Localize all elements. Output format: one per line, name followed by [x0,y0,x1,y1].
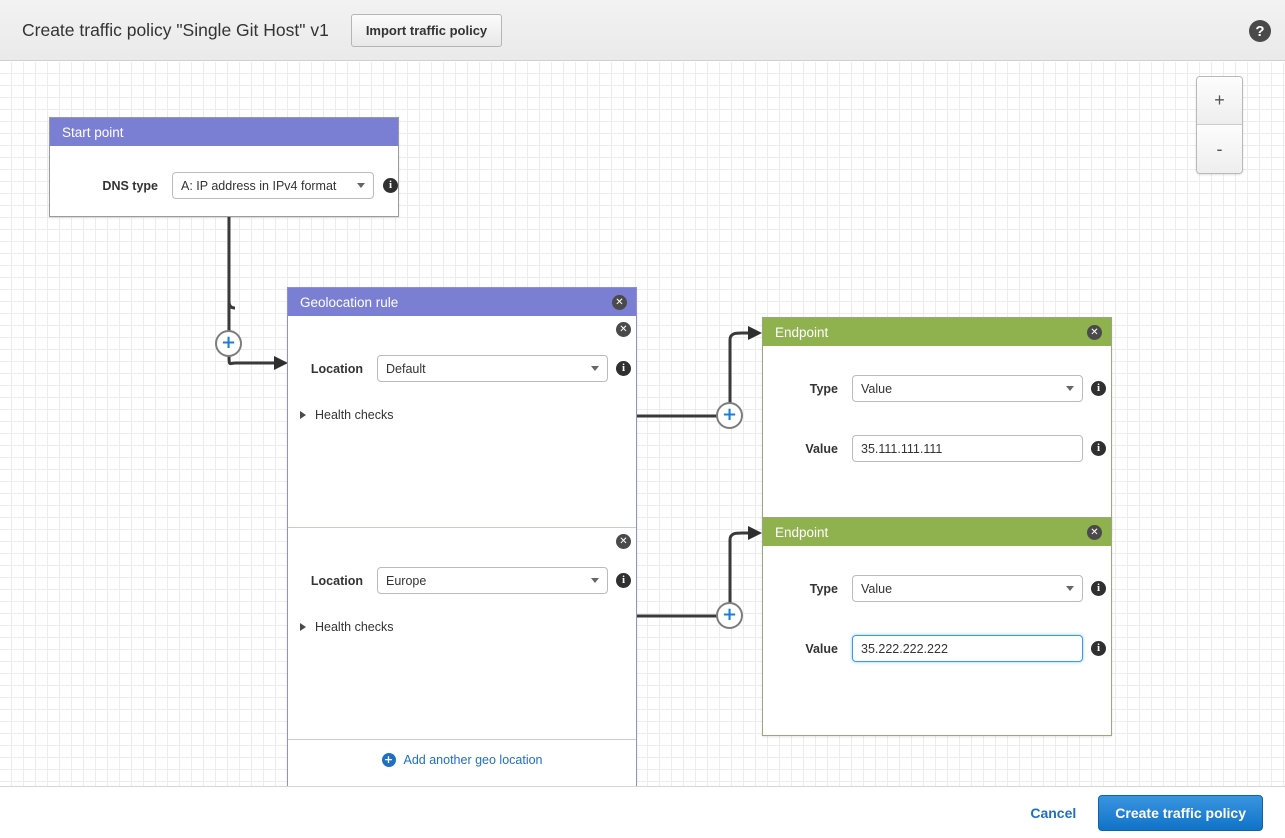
zoom-controls: + - [1196,76,1243,174]
endpoint-type-value: Value [861,581,893,596]
endpoint-type-info-icon[interactable]: i [1091,381,1106,396]
action-bar: Cancel Create traffic policy [0,786,1285,838]
dns-type-row: DNS type A: IP address in IPv4 format i [50,146,398,199]
location-label: Location [310,573,363,588]
location-value: Europe [386,573,427,588]
dns-type-info-icon[interactable]: i [383,178,398,193]
endpoint-value-input[interactable]: 35.222.222.222 [852,635,1083,662]
endpoint-type-select[interactable]: Value [852,375,1083,402]
endpoint-type-row: Type Value i [763,546,1111,602]
add-another-geo-location-button[interactable]: + Add another geo location [288,740,636,779]
zoom-out-button[interactable]: - [1197,125,1242,173]
endpoint-type-row: Type Value i [763,346,1111,402]
remove-geo-location-icon[interactable]: ✕ [616,322,631,337]
location-select[interactable]: Default [377,355,608,382]
add-node-after-start[interactable]: + [215,330,242,357]
geo-location-row: ✕ Location Default i Health checks [288,316,636,527]
location-select[interactable]: Europe [377,567,608,594]
location-field-row: Location Default i [288,316,636,382]
node-endpoint[interactable]: Endpoint ✕ Type Value i Value 35.111.111… [762,317,1112,536]
location-info-icon[interactable]: i [616,573,631,588]
close-icon[interactable]: ✕ [1087,525,1102,540]
close-icon[interactable]: ✕ [1087,325,1102,340]
node-geolocation-rule[interactable]: Geolocation rule ✕ ✕ Location Default i … [287,287,637,786]
chevron-down-icon [591,366,599,371]
zoom-in-button[interactable]: + [1197,77,1242,125]
chevron-down-icon [357,183,365,188]
add-node-before-endpoint-1[interactable]: + [716,402,743,429]
dns-type-label: DNS type [102,178,158,193]
endpoint-value-row: Value 35.222.222.222 i [763,602,1111,662]
endpoint-type-value: Value [861,381,893,396]
health-checks-label: Health checks [315,620,394,634]
endpoint-title: Endpoint [775,324,829,340]
endpoint-type-label: Type [809,381,838,396]
add-another-geo-location-label: Add another geo location [403,752,543,767]
chevron-right-icon [300,623,306,631]
endpoint-value-label: Value [805,441,838,456]
endpoint-header: Endpoint ✕ [763,318,1111,346]
plus-icon: + [220,332,237,353]
health-checks-toggle[interactable]: Health checks [300,408,636,422]
footer-divider [288,739,636,740]
plus-circle-icon: + [381,752,396,767]
create-traffic-policy-button[interactable]: Create traffic policy [1098,794,1263,831]
help-icon[interactable]: ? [1249,20,1271,42]
geolocation-rule-title: Geolocation rule [300,294,399,310]
location-value: Default [386,361,426,376]
endpoint-value-text: 35.222.222.222 [861,641,948,656]
endpoint-title: Endpoint [775,524,829,540]
add-node-before-endpoint-2[interactable]: + [716,602,743,629]
start-point-header: Start point [50,118,398,146]
plus-icon: + [721,604,738,625]
remove-geo-location-icon[interactable]: ✕ [616,534,631,549]
endpoint-value-info-icon[interactable]: i [1091,641,1106,656]
row-divider [288,527,636,528]
policy-canvas[interactable]: + - Start point DNS type A: IP addres [0,62,1285,786]
health-checks-toggle[interactable]: Health checks [300,620,636,634]
import-traffic-policy-button[interactable]: Import traffic policy [350,13,503,47]
close-icon[interactable]: ✕ [612,295,627,310]
geolocation-rule-header: Geolocation rule ✕ [288,288,636,316]
location-info-icon[interactable]: i [616,361,631,376]
chevron-down-icon [1066,586,1074,591]
endpoint-value-row: Value 35.111.111.111 i [763,402,1111,462]
geo-location-row: ✕ Location Europe i Health checks [288,528,636,739]
endpoint-type-info-icon[interactable]: i [1091,581,1106,596]
endpoint-header: Endpoint ✕ [763,518,1111,546]
node-endpoint[interactable]: Endpoint ✕ Type Value i Value 35.222.222… [762,517,1112,736]
endpoint-type-label: Type [809,581,838,596]
chevron-down-icon [1066,386,1074,391]
chevron-right-icon [300,411,306,419]
cancel-button[interactable]: Cancel [1030,804,1077,821]
location-label: Location [310,361,363,376]
endpoint-value-text: 35.111.111.111 [861,441,943,456]
location-field-row: Location Europe i [288,528,636,594]
node-start-point[interactable]: Start point DNS type A: IP address in IP… [49,117,399,217]
plus-icon: + [721,404,738,425]
dns-type-select[interactable]: A: IP address in IPv4 format [172,172,374,199]
endpoint-value-input[interactable]: 35.111.111.111 [852,435,1083,462]
dns-type-value: A: IP address in IPv4 format [181,178,337,193]
app-header: Create traffic policy "Single Git Host" … [0,0,1285,61]
endpoint-value-info-icon[interactable]: i [1091,441,1106,456]
endpoint-value-label: Value [805,641,838,656]
page-title: Create traffic policy "Single Git Host" … [22,19,329,40]
chevron-down-icon [591,578,599,583]
start-point-title: Start point [62,124,124,140]
endpoint-type-select[interactable]: Value [852,575,1083,602]
health-checks-label: Health checks [315,408,394,422]
